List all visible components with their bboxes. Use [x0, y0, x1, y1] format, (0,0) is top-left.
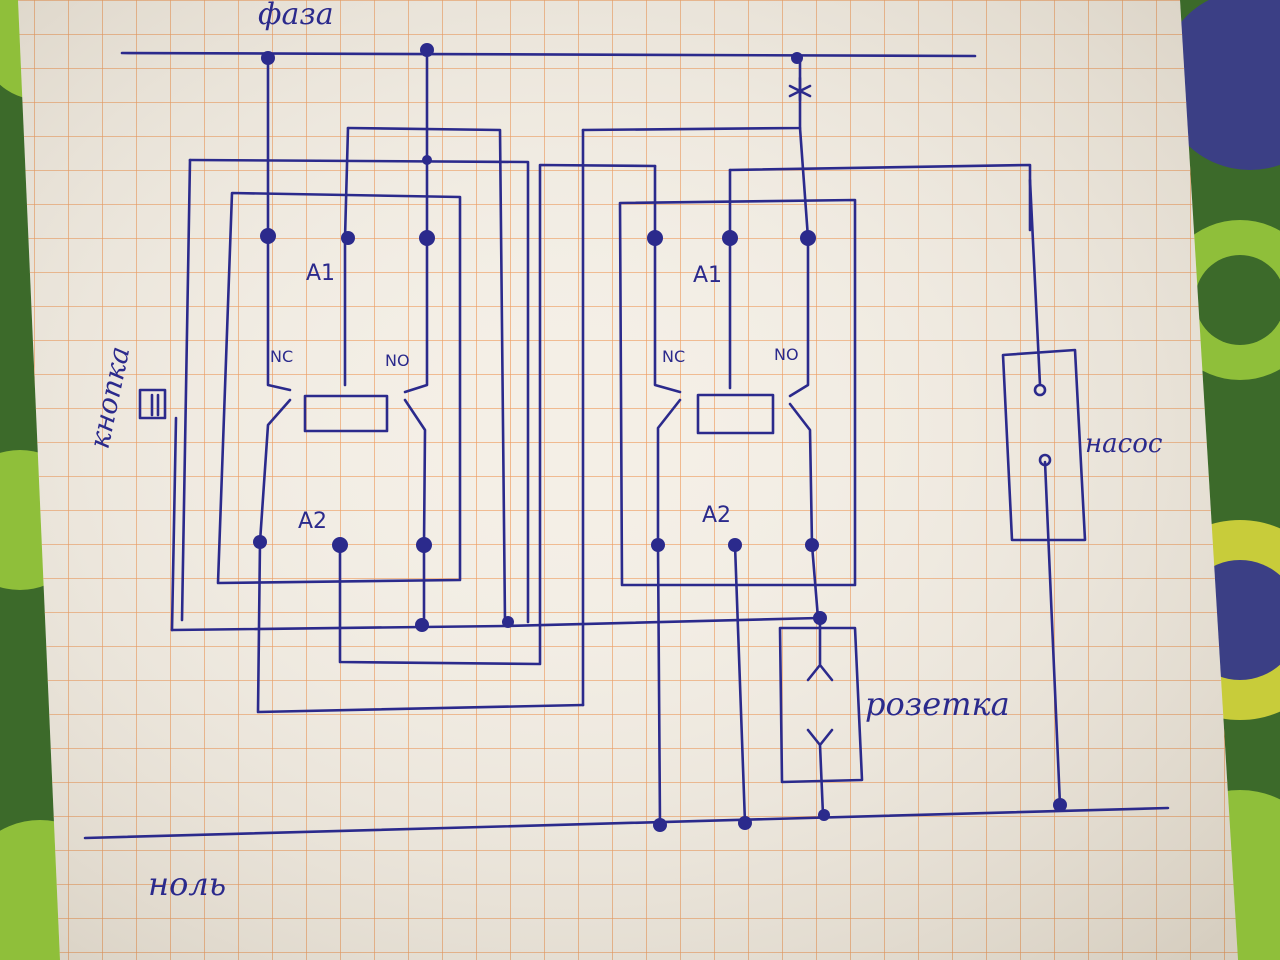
- relay-left-a2-label: A2: [298, 509, 327, 534]
- relay-left-nc-label: NC: [270, 347, 293, 366]
- socket-body: [778, 626, 864, 784]
- relay-left-no-label: NO: [385, 351, 410, 370]
- neutral-label: ноль: [148, 865, 226, 903]
- relay-right-no-label: NO: [774, 345, 799, 364]
- relay-right-coil: [696, 393, 775, 435]
- relay-left-a1-label: A1: [306, 261, 335, 286]
- relay-right-nc-label: NC: [662, 347, 685, 366]
- pump-label: насос: [1085, 429, 1163, 459]
- socket-label: розетка: [865, 685, 1010, 723]
- neutral-wire: [83, 806, 1170, 840]
- relay-right-body: [618, 198, 857, 587]
- relay-right-a2-label: A2: [702, 503, 731, 528]
- relay-left-coil: [303, 394, 389, 433]
- relay-left-body: [216, 191, 462, 585]
- junction-dots: [253, 43, 1067, 832]
- button-contact: [138, 388, 167, 420]
- relay-right-a1-label: A1: [693, 263, 722, 288]
- pump-body: [1001, 348, 1087, 542]
- phase-label: фаза: [258, 0, 334, 32]
- circuit-drawing: [83, 48, 1170, 840]
